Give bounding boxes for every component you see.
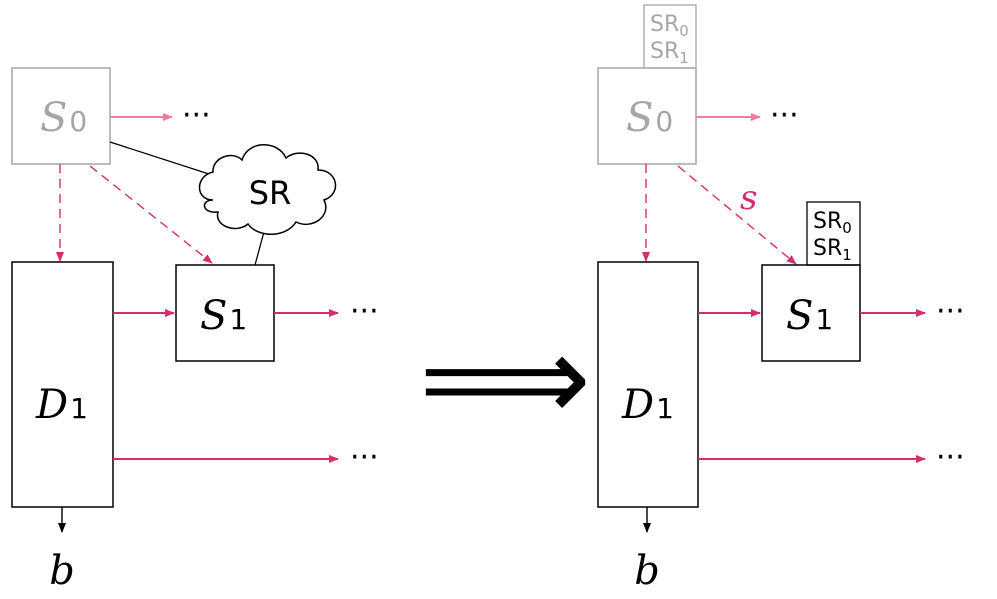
left-d1-label: D1	[35, 382, 88, 428]
right-s1-label: S1	[786, 293, 833, 339]
left-ellipsis-top: ···	[182, 98, 211, 133]
right-s1-sr0-label: SR0	[813, 209, 852, 237]
right-output-b: b	[634, 548, 660, 594]
right-s1-sr1-label: SR1	[813, 236, 852, 264]
left-s0-label: S0	[40, 95, 87, 141]
right-panel: SR0 SR1 S0 ··· s SR0 SR1 D1 S1 ··· ··· b	[597, 4, 965, 594]
left-cloud-label: SR	[249, 174, 292, 212]
left-ellipsis-bottom: ···	[350, 440, 379, 475]
left-sr-cloud	[198, 144, 337, 235]
right-ellipsis-bottom: ···	[936, 440, 965, 475]
right-ellipsis-mid: ···	[936, 294, 965, 329]
left-panel: S0 ··· SR D1 S1 ··· ··· b	[11, 67, 379, 594]
right-s0-label: S0	[626, 95, 673, 141]
left-s1-label: S1	[200, 293, 247, 339]
left-output-b: b	[49, 548, 75, 594]
left-s0-cloud-link	[109, 141, 213, 176]
right-d1-box	[597, 261, 699, 508]
right-s0-sr0-label: SR0	[650, 12, 689, 40]
right-s0-sr1-label: SR1	[650, 39, 689, 67]
right-share-label: s	[740, 178, 757, 218]
right-ellipsis-top: ···	[770, 98, 799, 133]
right-s0-s1-dashed-arrow	[677, 165, 797, 265]
implies-arrow: ⟹	[419, 310, 591, 449]
right-d1-label: D1	[621, 382, 674, 428]
left-s0-s1-dashed-arrow	[89, 165, 213, 264]
left-ellipsis-mid: ···	[350, 294, 379, 329]
